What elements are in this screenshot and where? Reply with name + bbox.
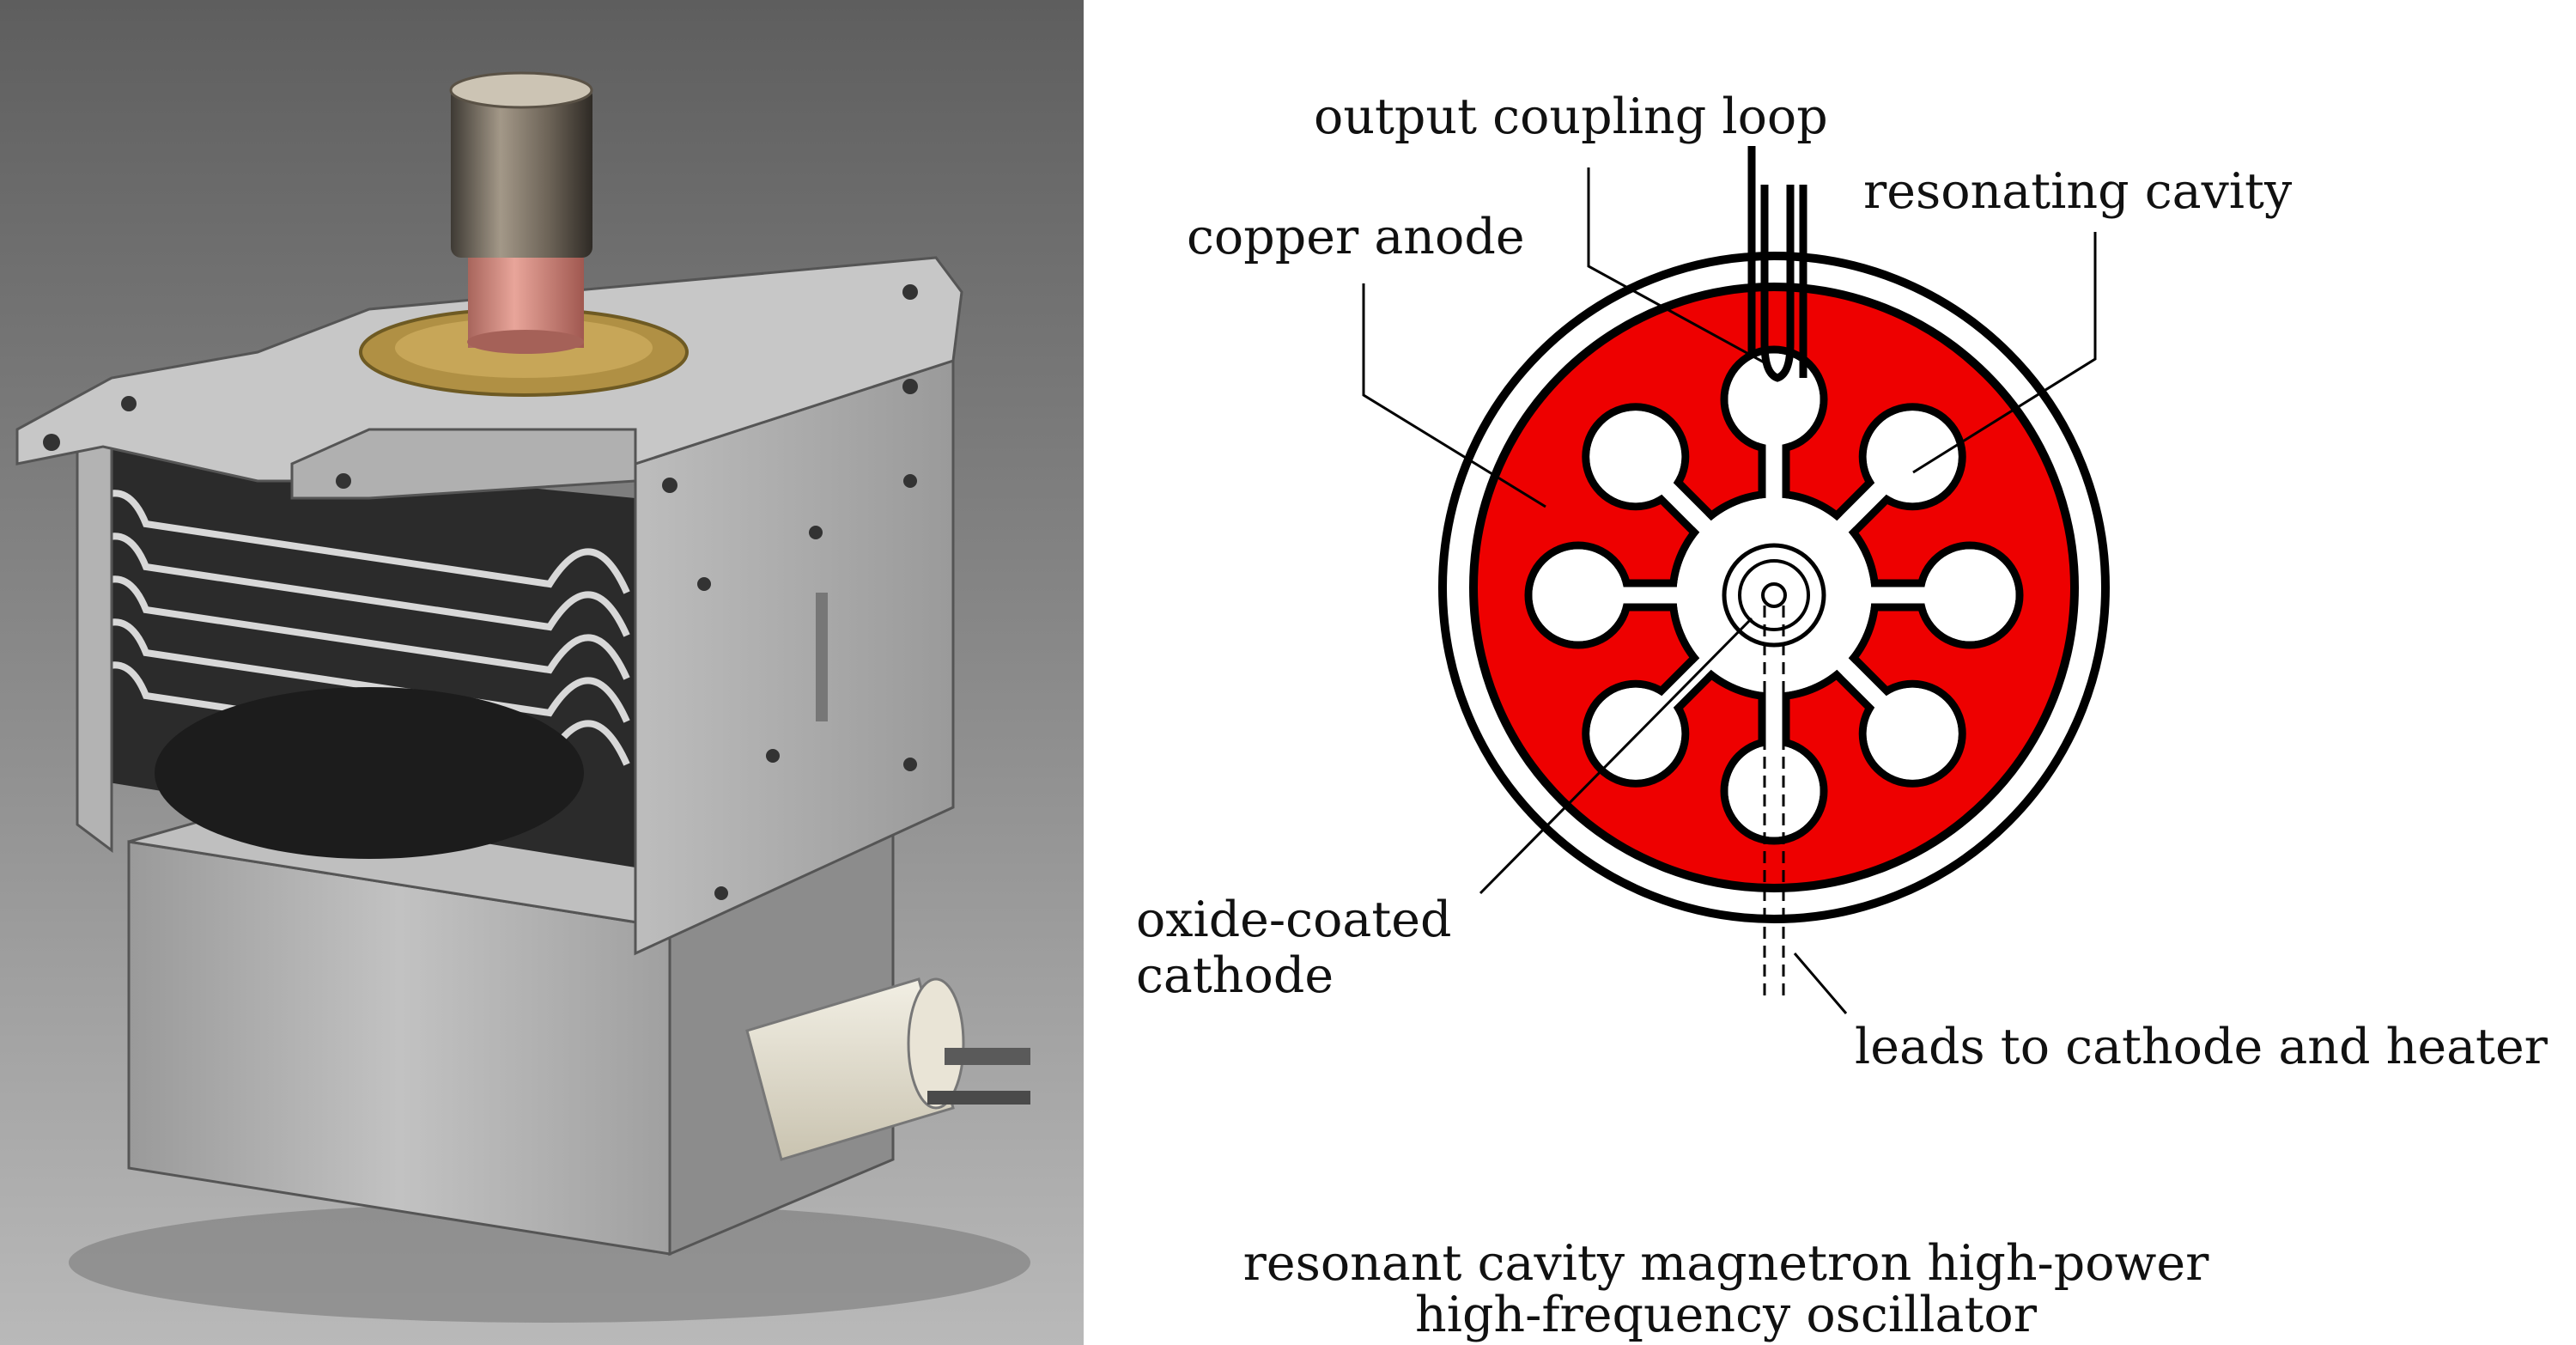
anode-cavities [1524,345,2024,845]
leader-resonating-cavity [1912,232,2097,474]
leader-output-coupling-loop [1587,167,1770,367]
slot-fill-2 [1827,451,1918,542]
leader-leads [1793,952,1848,1014]
heater [1761,582,1787,608]
caption-line2: high-frequency oscillator [1415,1287,2038,1343]
leader-copper-anode [1362,283,1546,508]
caption-line1: resonant cavity magnetron high-power [1243,1235,2210,1292]
slot-fill-7 [1578,587,1690,604]
leader-oxide-coated-cathode [1479,617,1753,895]
label-leads: leads to cathode and heater [1855,1019,2549,1075]
slot-fill-5 [1765,679,1783,791]
output-coupling-loop [1760,185,1795,382]
slot-fill-8 [1630,451,1721,542]
label-cathode: cathode [1136,947,1334,1004]
slot-fill-1 [1765,399,1783,511]
label-resonating-cavity: resonating cavity [1863,163,2293,220]
magnetron-photo [0,0,1084,1345]
label-copper-anode: copper anode [1187,209,1525,265]
slot-fill-3 [1858,587,1970,604]
slot-fill-4 [1827,648,1918,739]
label-output-coupling-loop: output coupling loop [1314,88,1828,145]
label-oxide-coated: oxide-coated [1136,892,1452,948]
